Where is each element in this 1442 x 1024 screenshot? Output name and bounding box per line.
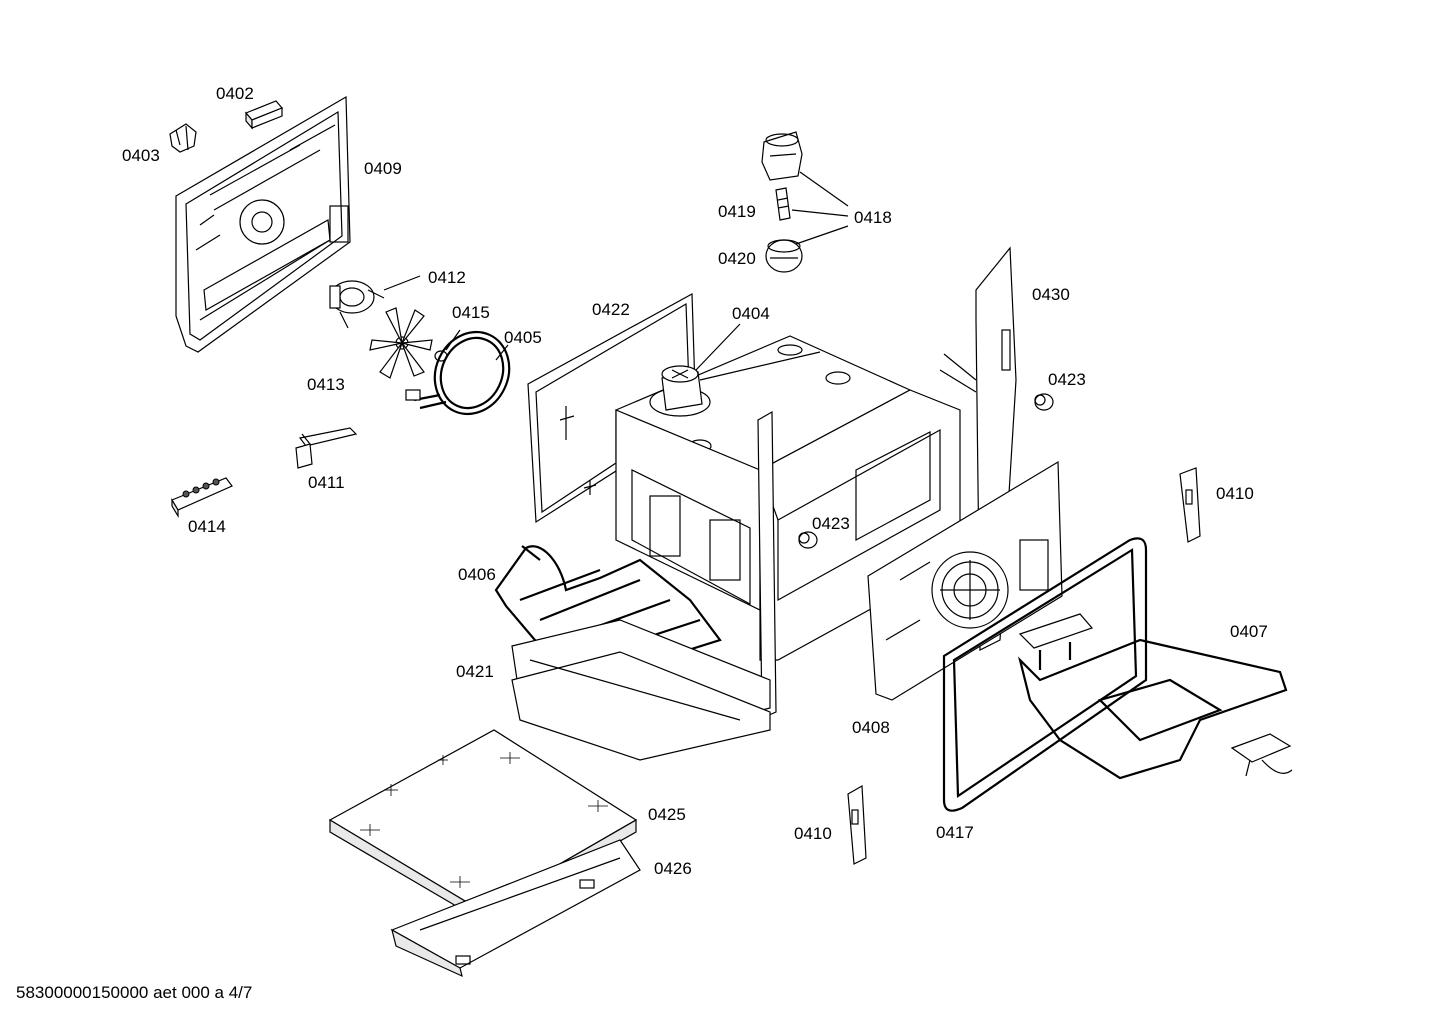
label-0430: 0430 (1032, 285, 1070, 304)
oven-cavity-body (615, 246, 1017, 719)
part-0423-grommet-b (798, 531, 818, 549)
part-0410-hinge-b (847, 784, 867, 865)
label-0404: 0404 (732, 304, 770, 323)
label-0415: 0415 (452, 303, 490, 322)
label-0426: 0426 (654, 859, 692, 878)
label-0423-b: 0423 (812, 514, 850, 533)
label-0410-b: 0410 (794, 824, 832, 843)
label-0405: 0405 (504, 328, 542, 347)
part-0417-door-seal (942, 537, 1148, 812)
diagram-reference-footer: 58300000150000 aet 000 a 4/7 (16, 983, 253, 1002)
part-0418-lamp-cover (761, 131, 803, 181)
part-0421-insulation (511, 619, 771, 761)
part-0404-lamp-housing (649, 365, 711, 417)
leader-lines (383, 171, 849, 381)
part-0423-grommet-a (1034, 393, 1054, 411)
label-0402: 0402 (216, 84, 254, 103)
part-0413-fan-blade (369, 307, 433, 379)
part-0407-bracket (1230, 733, 1293, 777)
label-0425: 0425 (648, 805, 686, 824)
label-0407: 0407 (1230, 622, 1268, 641)
label-0406: 0406 (458, 565, 496, 584)
part-0412-fan-motor (329, 280, 385, 329)
label-0418: 0418 (854, 208, 892, 227)
part-0411-bracket (295, 427, 358, 469)
label-0422: 0422 (592, 300, 630, 319)
part-0405-ring-heater (405, 330, 511, 416)
label-0413: 0413 (307, 375, 345, 394)
label-0417: 0417 (936, 823, 974, 842)
label-0419: 0419 (718, 202, 756, 221)
label-0409: 0409 (364, 159, 402, 178)
label-0412: 0412 (428, 268, 466, 287)
part-0407-grill-element (1017, 613, 1288, 780)
part-0408-fan-cover (867, 460, 1063, 701)
label-0421: 0421 (456, 662, 494, 681)
part-0426-bottom-tray (390, 839, 641, 978)
label-0410-a: 0410 (1216, 484, 1254, 503)
label-0423-a: 0423 (1048, 370, 1086, 389)
part-0402-switch (244, 100, 284, 130)
label-0420: 0420 (718, 249, 756, 268)
label-0411: 0411 (308, 473, 345, 492)
label-0408: 0408 (852, 718, 890, 737)
part-0403-connector (169, 123, 197, 153)
part-0419-bulb (775, 187, 791, 221)
part-0409-back-panel (175, 95, 351, 353)
part-0414-terminal-block (171, 477, 233, 519)
part-0420-lamp-glass (765, 239, 803, 273)
part-0410-hinge-a (1179, 467, 1201, 543)
label-0403: 0403 (122, 146, 160, 165)
label-0414: 0414 (188, 517, 226, 536)
